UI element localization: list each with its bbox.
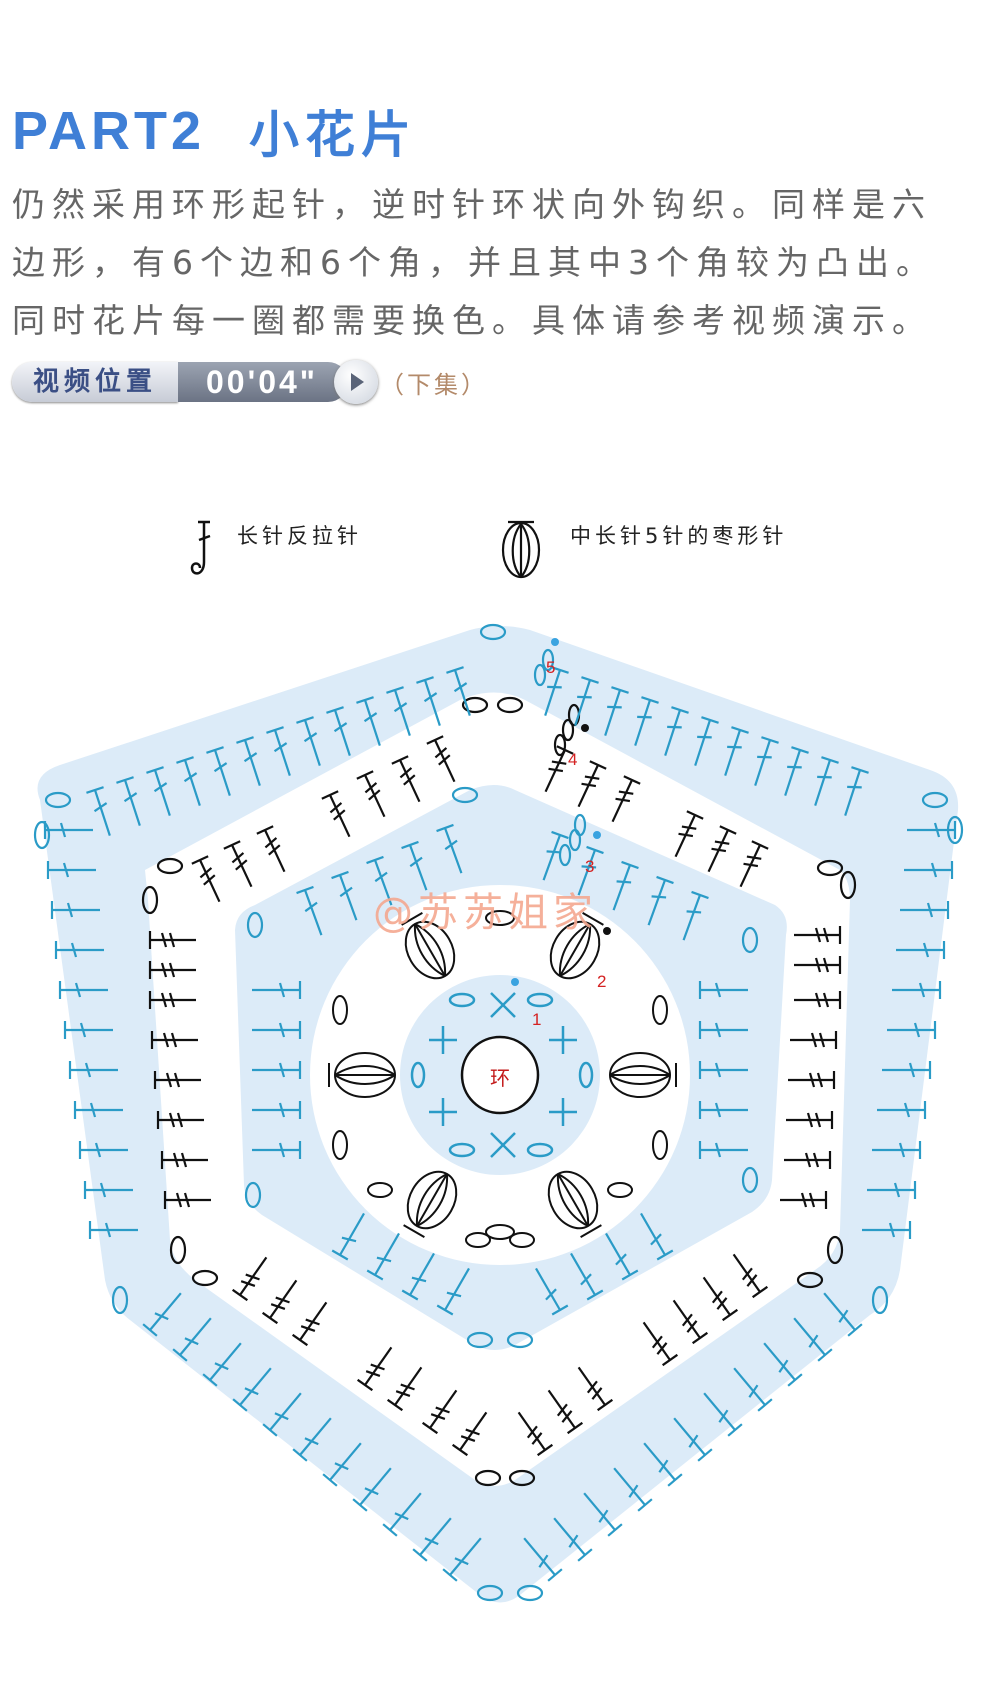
description: 仍然采用环形起针，逆时针环状向外钩织。同样是六 边形，有6个边和6个角，并且其中… — [12, 176, 997, 350]
page-title: PART2 小花片 — [12, 96, 417, 166]
round3-start-dot — [593, 831, 601, 839]
legend-label: 长针反拉针 — [237, 524, 362, 548]
description-line: 同时花片每一圈都需要换色。具体请参考视频演示。 — [12, 301, 932, 340]
center-ring-label: 环 — [490, 1066, 510, 1090]
play-icon[interactable] — [334, 360, 378, 404]
crochet-diagram — [33, 623, 964, 1603]
part-label: PART2 — [12, 101, 206, 161]
round3-stitches — [244, 786, 759, 1349]
round-number: 3 — [585, 857, 595, 876]
back-post-double-crochet-icon — [190, 520, 211, 575]
description-line: 仍然采用环形起针，逆时针环状向外钩织。同样是六 — [12, 185, 932, 224]
round-number: 5 — [546, 658, 556, 677]
round4-start-dot — [581, 724, 589, 732]
round2-start-dot — [603, 927, 611, 935]
round2-stitches — [328, 906, 677, 1248]
description-line: 边形，有6个边和6个角，并且其中3个角较为凸出。 — [12, 243, 936, 282]
round-number: 1 — [532, 1010, 542, 1029]
round5-start-dot — [551, 638, 559, 646]
watermark: @苏苏姐家 — [373, 890, 598, 936]
video-position-bar[interactable]: 视频位置 00'04" — [12, 360, 378, 404]
round1-stitches — [410, 992, 594, 1158]
video-volume: （下集） — [380, 371, 488, 399]
video-time: 00'04" — [178, 362, 348, 402]
round1-start-dot — [511, 978, 519, 986]
round5-stitches — [33, 623, 964, 1602]
legend-label: 中长针5针的枣形针 — [570, 524, 788, 548]
video-position-label: 视频位置 — [12, 362, 178, 402]
round-number: 4 — [568, 750, 578, 769]
title-text: 小花片 — [249, 106, 418, 164]
magic-ring — [460, 1035, 540, 1115]
puff-stitch-icon — [501, 520, 541, 579]
round-number: 2 — [597, 972, 607, 991]
